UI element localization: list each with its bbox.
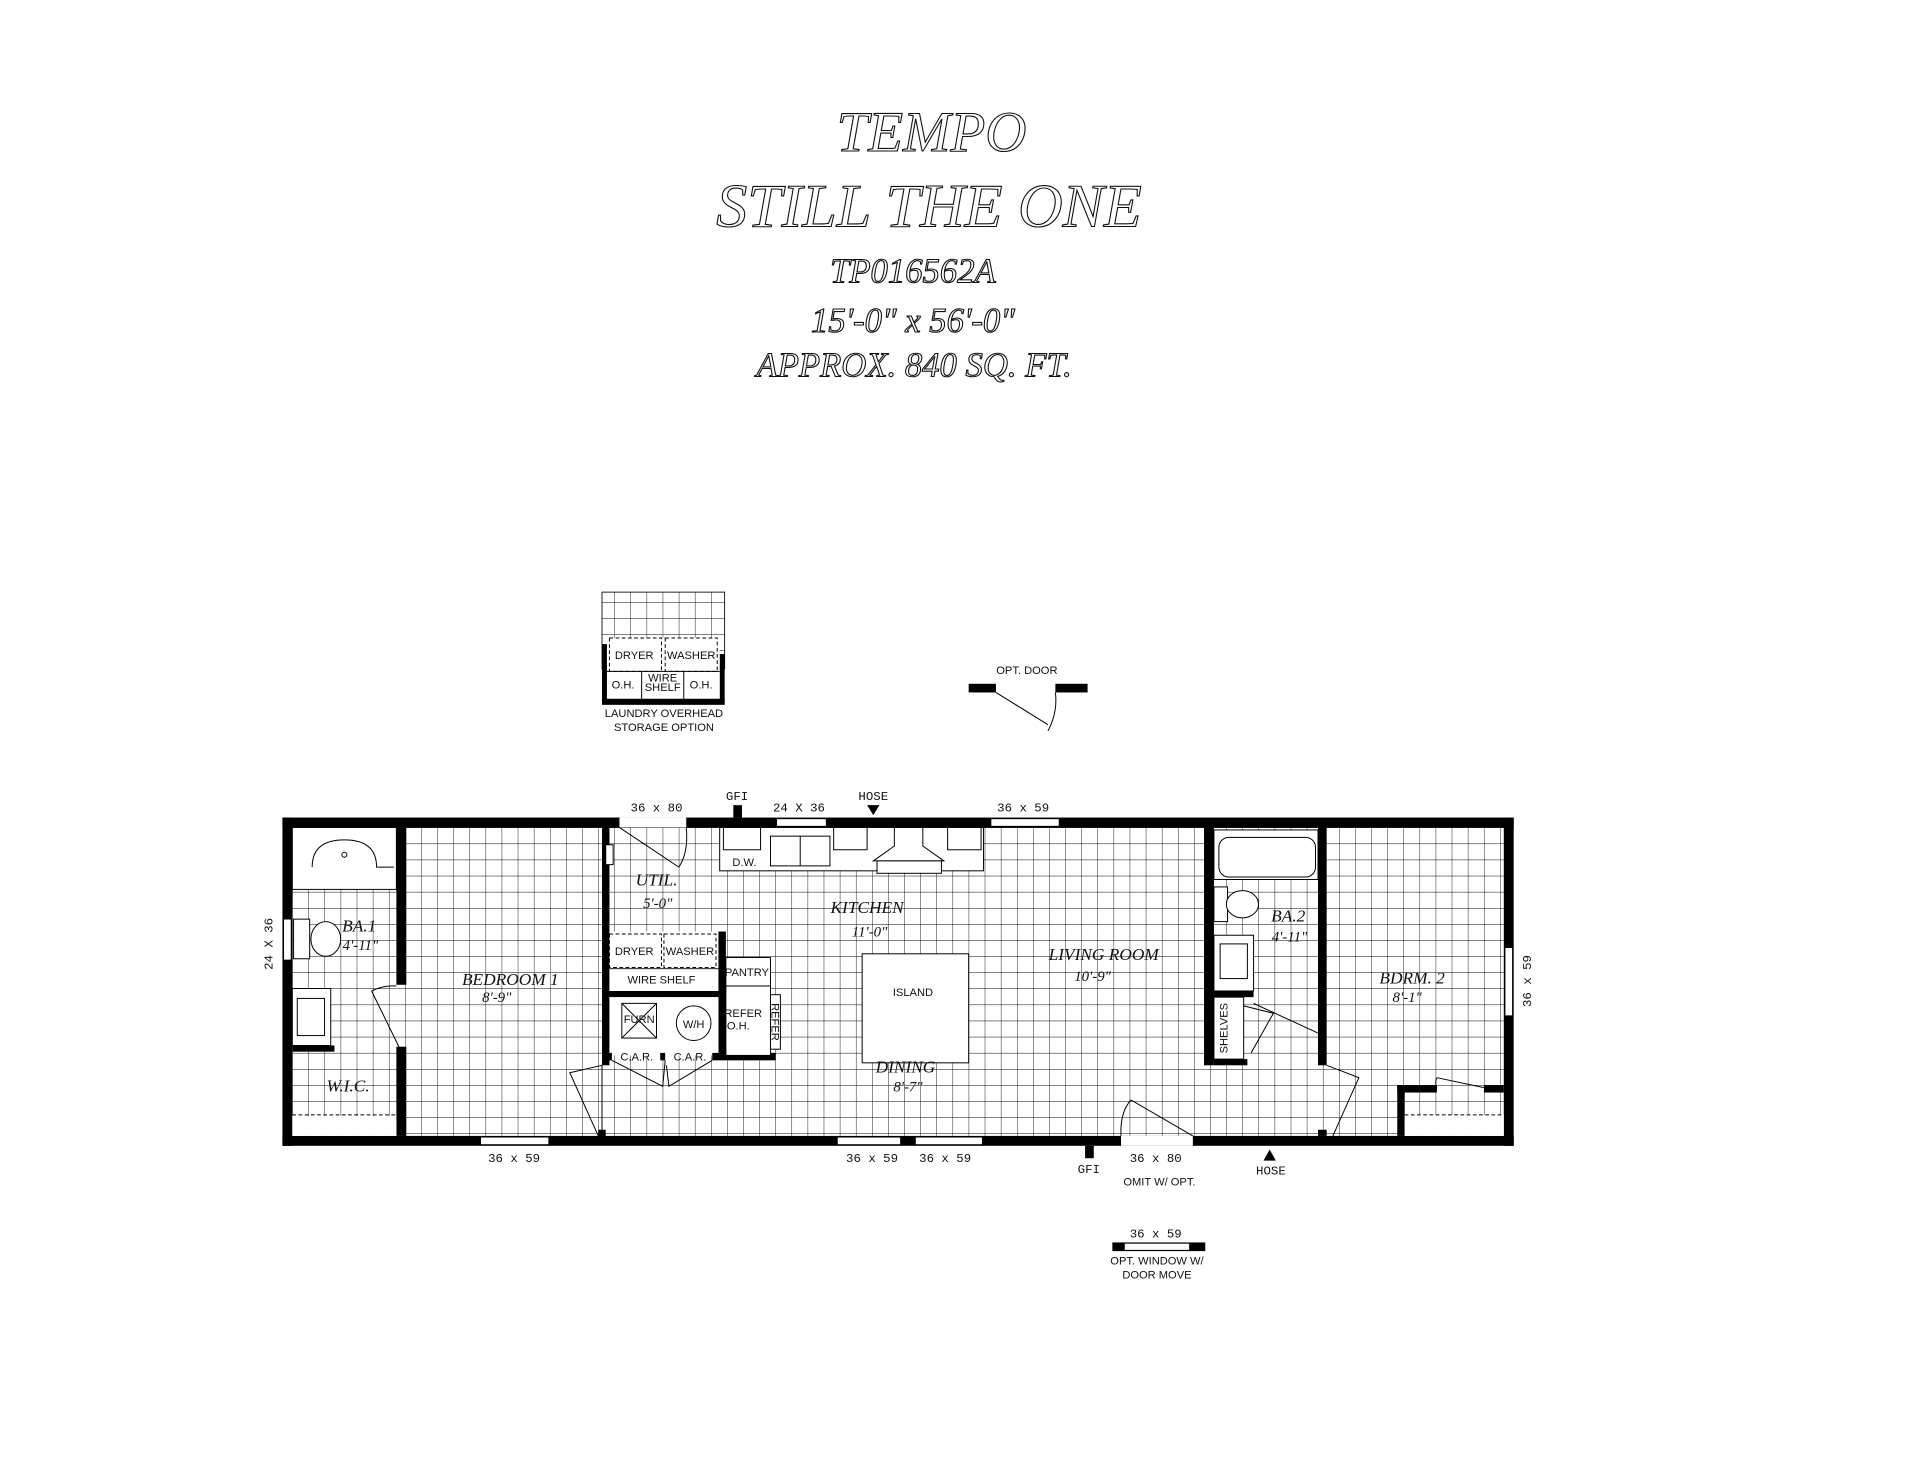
gfi-marker xyxy=(733,805,742,818)
window-size-label: 36 x 59 xyxy=(997,801,1049,815)
exterior-labels: 36 x 80 GFI 24 X 36 HOSE 36 x 59 36 x 59… xyxy=(263,790,1536,1188)
window-size-label: 36 x 59 xyxy=(846,1152,898,1166)
oh-label: O.H. xyxy=(690,680,713,692)
omit-label: OMIT W/ OPT. xyxy=(1123,1176,1195,1188)
room-size: 4'-11" xyxy=(343,938,379,954)
wire-shelf-label: WIRE SHELF xyxy=(627,975,695,987)
refrigerator-label: REFER xyxy=(769,1003,781,1041)
window-size-label: 24 X 36 xyxy=(263,918,277,970)
room-name: BEDROOM 1 xyxy=(462,970,559,989)
refer-oh-label: O.H. xyxy=(727,1020,750,1032)
car-label: C.A.R. xyxy=(620,1051,653,1063)
door-size-label: 36 x 80 xyxy=(631,801,683,815)
hose-label: HOSE xyxy=(1256,1164,1286,1178)
room-name: KITCHEN xyxy=(830,898,906,917)
laundry-overhead-option: DRYER WASHER O.H. WIRE SHELF O.H. LAUNDR… xyxy=(601,591,726,734)
window-size-label: 36 x 59 xyxy=(488,1152,540,1166)
opt-window-size: 36 x 59 xyxy=(1130,1227,1182,1241)
laundry-caption: LAUNDRY OVERHEAD xyxy=(605,708,723,720)
window-size-label: 24 X 36 xyxy=(773,801,825,815)
shelves-label: SHELVES xyxy=(1219,1003,1231,1054)
room-size: 4'-11" xyxy=(1272,929,1308,945)
series-title: TEMPO xyxy=(837,101,1027,164)
room-name: W.I.C. xyxy=(326,1076,369,1095)
window-size-label: 36 x 59 xyxy=(1521,955,1535,1007)
hose-marker xyxy=(867,805,880,816)
gfi-label: GFI xyxy=(1078,1163,1100,1177)
room-name: BDRM. 2 xyxy=(1379,969,1445,988)
dishwasher-label: D.W. xyxy=(732,857,756,869)
room-size: 11'-0" xyxy=(852,924,888,940)
washer-label: WASHER xyxy=(667,650,715,662)
laundry-caption: STORAGE OPTION xyxy=(614,722,714,734)
gfi-marker xyxy=(1085,1145,1094,1159)
room-name: BA.1 xyxy=(342,917,376,936)
hose-label: HOSE xyxy=(858,790,888,804)
home-dimensions: 15'-0" x 56'-0" xyxy=(811,301,1015,340)
optional-door: OPT. DOOR xyxy=(968,665,1088,732)
room-size: 8'-9" xyxy=(482,990,512,1006)
room-name: BA.2 xyxy=(1271,907,1306,926)
title-block: TEMPO STILL THE ONE TP016562A 15'-0" x 5… xyxy=(716,101,1143,386)
room-size: 8'-7" xyxy=(893,1079,923,1095)
door-size-label: 36 x 80 xyxy=(1130,1152,1182,1166)
washer-label: WASHER xyxy=(666,946,714,958)
room-name: DINING xyxy=(875,1058,936,1077)
room-size: 8'-1" xyxy=(1393,990,1423,1006)
car-label: C.A.R. xyxy=(674,1051,707,1063)
wire-label: WIRE xyxy=(648,672,677,684)
opt-door-label: OPT. DOOR xyxy=(996,665,1057,677)
room-name: UTIL. xyxy=(636,871,678,890)
shelf-label: SHELF xyxy=(645,682,681,694)
room-size: 10'-9" xyxy=(1074,969,1111,985)
opt-window-caption: DOOR MOVE xyxy=(1122,1269,1191,1281)
hose-marker xyxy=(1263,1149,1276,1161)
dryer-label: DRYER xyxy=(615,650,654,662)
model-name: STILL THE ONE xyxy=(716,173,1142,241)
room-labels: BA.1 4'-11" BEDROOM 1 8'-9" W.I.C. UTIL.… xyxy=(326,871,1445,1096)
oh-label: O.H. xyxy=(612,680,635,692)
optional-window: 36 x 59 OPT. WINDOW W/ DOOR MOVE xyxy=(1110,1227,1206,1281)
window-size-label: 36 x 59 xyxy=(919,1152,971,1166)
pantry-label: PANTRY xyxy=(725,967,770,979)
square-footage: APPROX. 840 SQ. FT. xyxy=(755,346,1072,385)
refer-label: REFER xyxy=(724,1008,762,1020)
opt-window-caption: OPT. WINDOW W/ xyxy=(1110,1256,1204,1268)
dryer-label: DRYER xyxy=(615,946,654,958)
room-size: 5'-0" xyxy=(643,896,673,912)
main-floor-plan xyxy=(282,805,1514,1161)
gfi-label: GFI xyxy=(726,790,748,804)
model-number: TP016562A xyxy=(830,251,996,290)
island-label: ISLAND xyxy=(893,987,933,999)
furnace-label: FURN xyxy=(624,1014,655,1026)
room-name: LIVING ROOM xyxy=(1048,945,1161,964)
water-heater-label: W/H xyxy=(683,1019,705,1031)
fixture-labels: DRYER WASHER WIRE SHELF PANTRY REFER O.H… xyxy=(615,857,1231,1063)
